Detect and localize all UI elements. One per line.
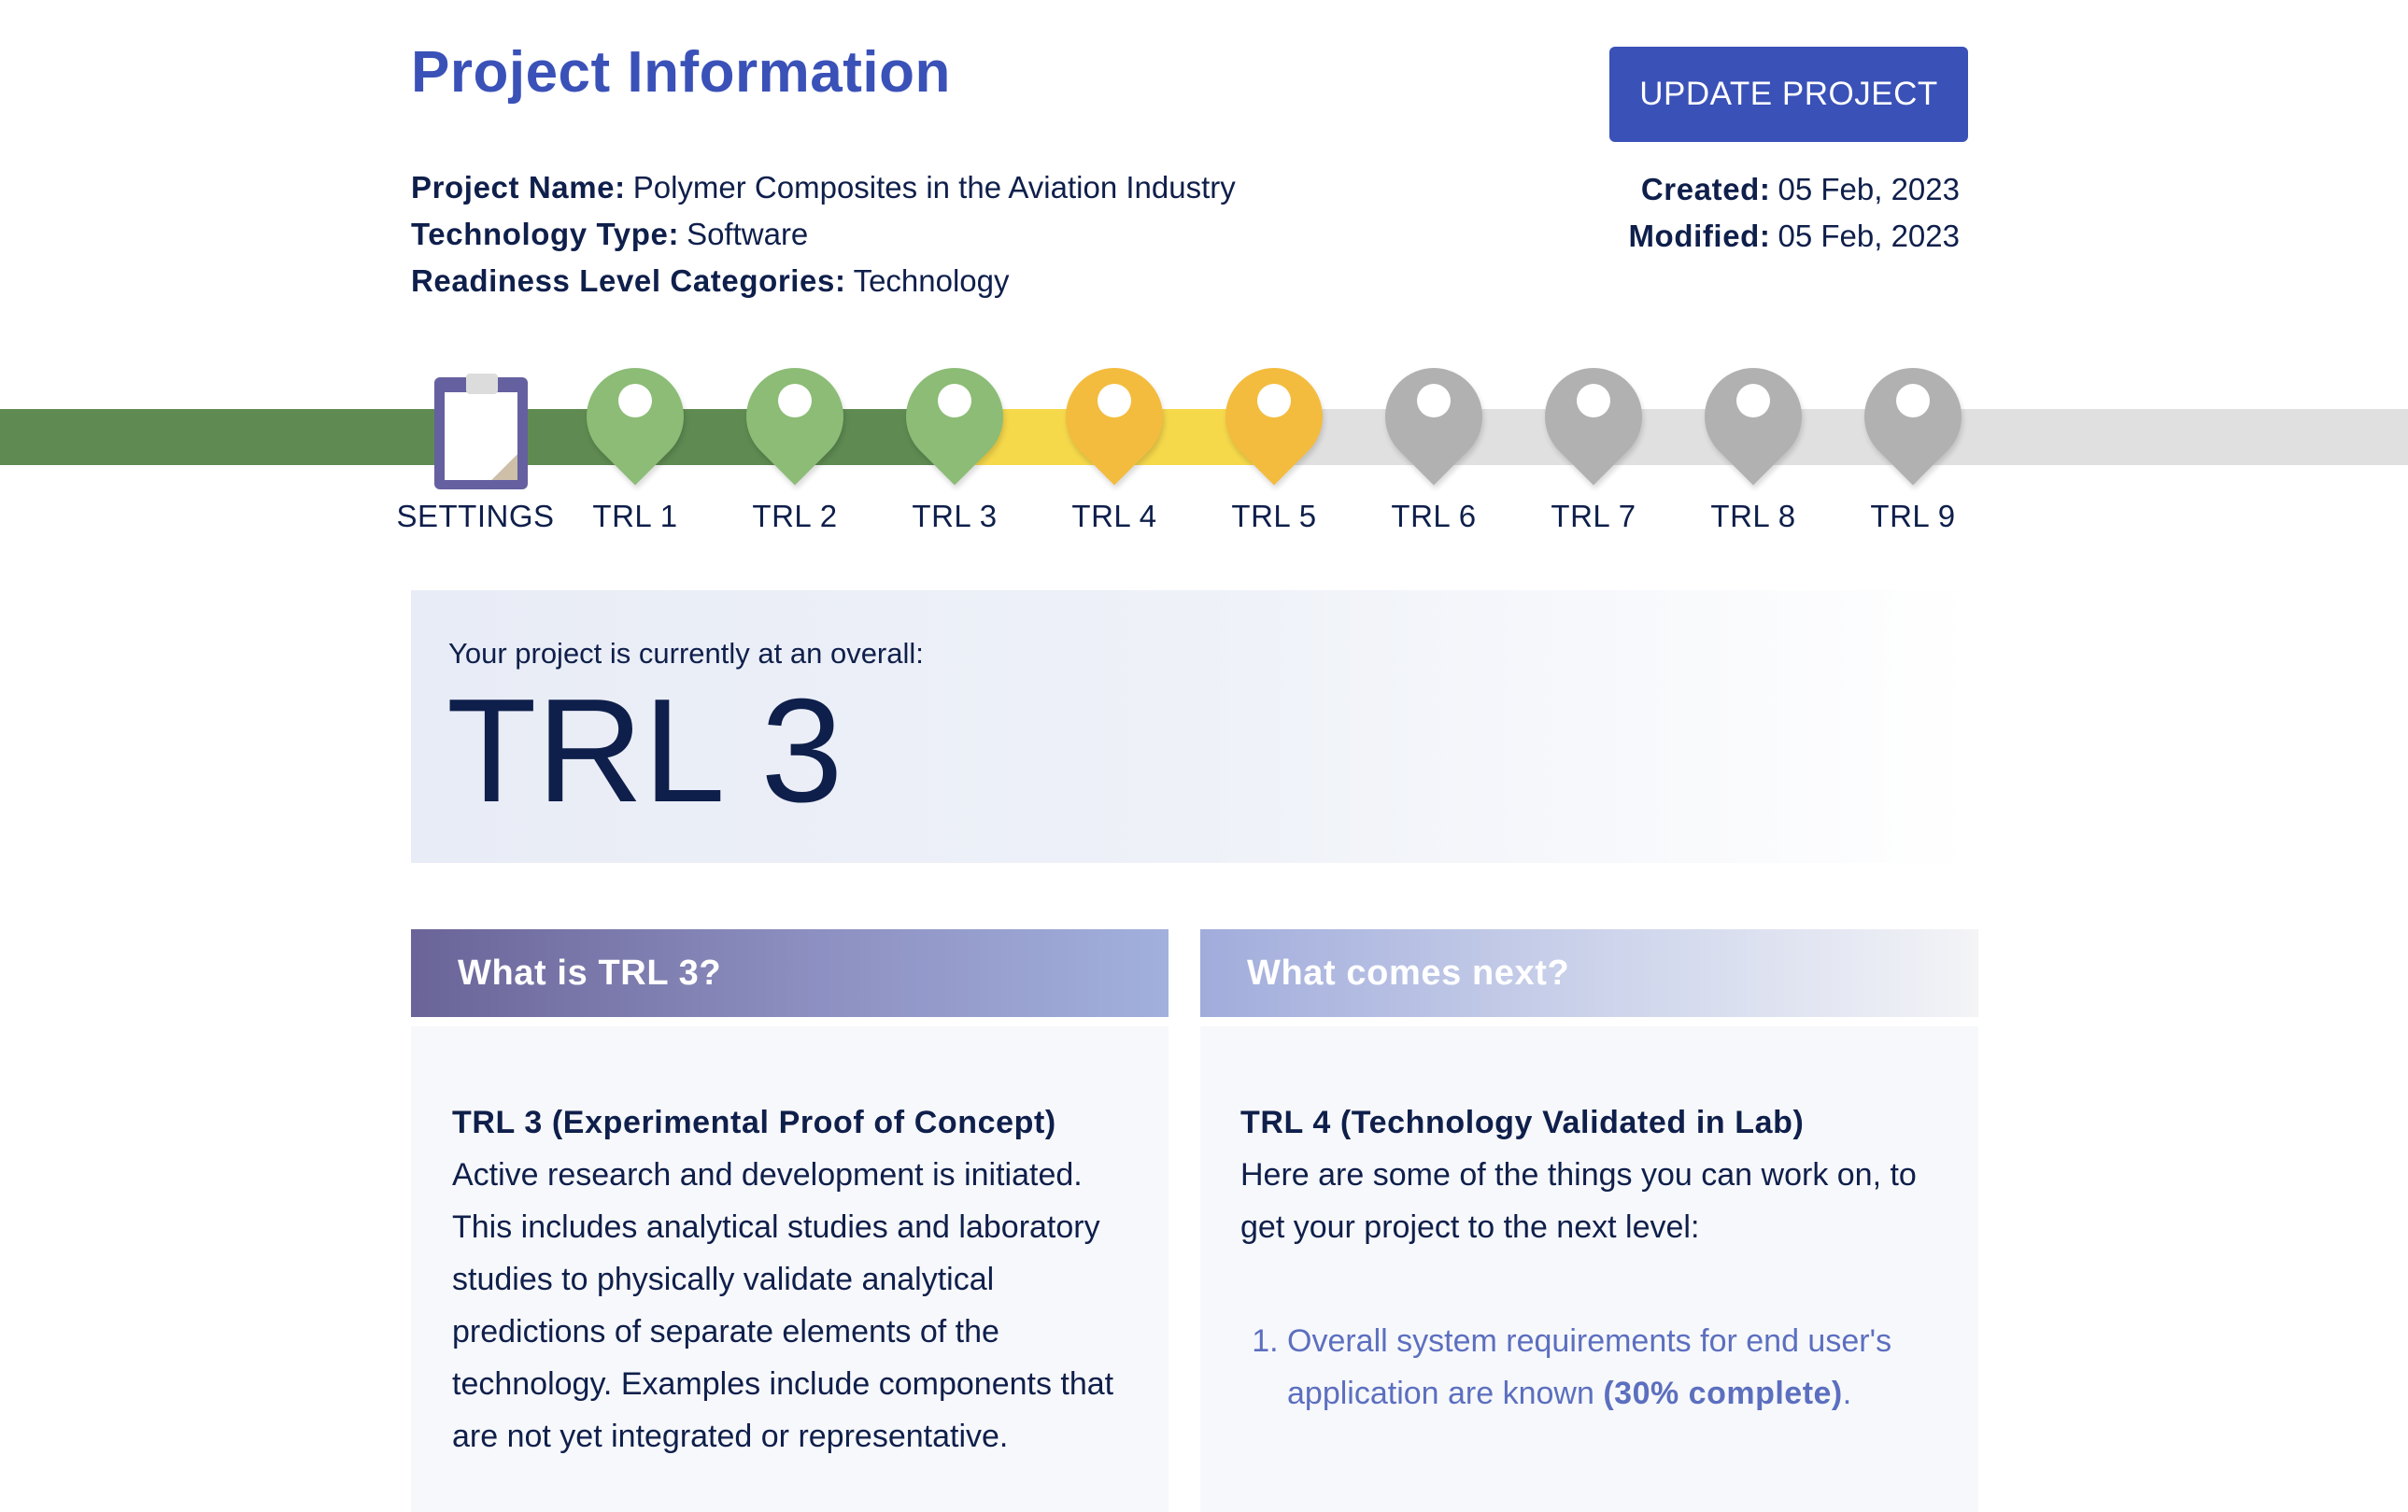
date-meta: Created:05 Feb, 2023 Modified:05 Feb, 20… [1628, 166, 1960, 260]
created-label: Created: [1640, 172, 1771, 206]
project-name-label: Project Name: [411, 170, 626, 205]
created-value: 05 Feb, 2023 [1778, 172, 1961, 206]
project-name-row: Project Name:Polymer Composites in the A… [411, 164, 1236, 211]
what-is-text: Active research and development is initi… [452, 1157, 1114, 1454]
project-name-value: Polymer Composites in the Aviation Indus… [632, 170, 1236, 205]
next-steps-list: Overall system requirements for end user… [1240, 1315, 1937, 1420]
step-label: TRL 7 [1551, 499, 1636, 533]
step-label: SETTINGS [396, 499, 555, 533]
clipboard-icon [434, 374, 528, 489]
step-label: TRL 1 [592, 499, 678, 533]
step-label: TRL 9 [1870, 499, 1956, 533]
modified-label: Modified: [1628, 219, 1771, 253]
what-next-body: TRL 4 (Technology Validated in Lab) Here… [1200, 1026, 1978, 1512]
overall-caption: Your project is currently at an overall: [448, 637, 924, 670]
what-next-title: What comes next? [1200, 929, 1978, 1017]
step-label: TRL 5 [1231, 499, 1317, 533]
overall-level: TRL 3 [446, 669, 843, 833]
what-next-subtitle: TRL 4 (Technology Validated in Lab) [1240, 1105, 1805, 1140]
what-is-panel: What is TRL 3? TRL 3 (Experimental Proof… [411, 929, 1169, 1512]
modified-value: 05 Feb, 2023 [1778, 219, 1961, 253]
next-step-text: Overall system requirements for end user… [1287, 1323, 1892, 1411]
step-label: TRL 6 [1391, 499, 1477, 533]
step-label: TRL 8 [1710, 499, 1796, 533]
page-title: Project Information [411, 40, 951, 105]
overall-level-card: Your project is currently at an overall:… [411, 590, 1978, 863]
technology-type-row: Technology Type:Software [411, 211, 1236, 258]
project-meta: Project Name:Polymer Composites in the A… [411, 164, 1236, 304]
categories-value: Technology [853, 263, 1010, 298]
what-is-body: TRL 3 (Experimental Proof of Concept) Ac… [411, 1026, 1169, 1512]
what-next-intro: Here are some of the things you can work… [1240, 1157, 1917, 1245]
list-item: Overall system requirements for end user… [1287, 1315, 1937, 1420]
next-step-percent: (30% complete) [1603, 1376, 1843, 1411]
technology-type-label: Technology Type: [411, 217, 680, 251]
categories-row: Readiness Level Categories:Technology [411, 258, 1236, 304]
what-is-title: What is TRL 3? [411, 929, 1169, 1017]
categories-label: Readiness Level Categories: [411, 263, 846, 298]
step-label: TRL 4 [1071, 499, 1157, 533]
step-label: TRL 2 [752, 499, 838, 533]
what-next-panel: What comes next? TRL 4 (Technology Valid… [1200, 929, 1978, 1512]
step-label: TRL 3 [912, 499, 998, 533]
update-project-button[interactable]: UPDATE PROJECT [1609, 47, 1968, 142]
what-is-subtitle: TRL 3 (Experimental Proof of Concept) [452, 1105, 1056, 1140]
created-row: Created:05 Feb, 2023 [1628, 166, 1960, 213]
modified-row: Modified:05 Feb, 2023 [1628, 213, 1960, 260]
technology-type-value: Software [687, 217, 809, 251]
